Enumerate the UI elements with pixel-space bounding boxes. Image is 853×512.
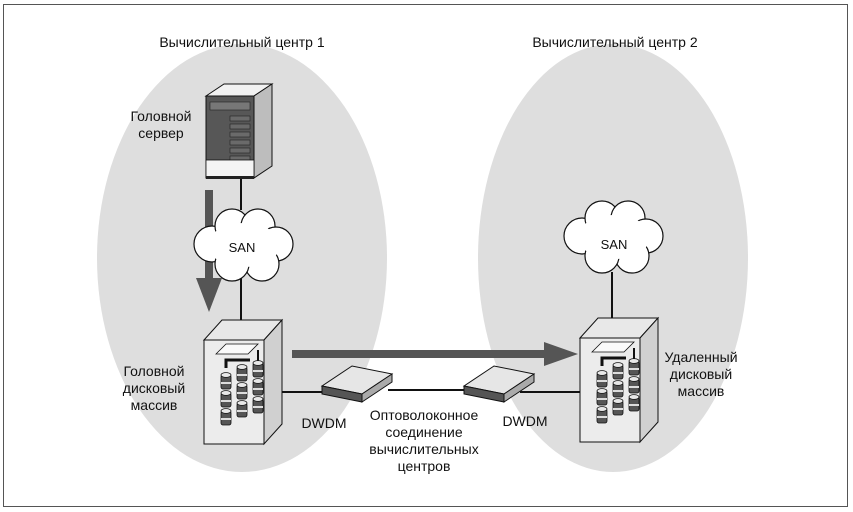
dwdm-left-switch-icon bbox=[320, 365, 394, 403]
head-array-label-line2: дисковый bbox=[123, 380, 185, 396]
datacenter1-title: Вычислительный центр 1 bbox=[159, 34, 325, 50]
dwdm-right-switch-icon bbox=[462, 365, 536, 403]
head-array-label-line3: массив bbox=[131, 397, 178, 413]
san-right-label: SAN bbox=[601, 237, 628, 252]
remote-array-label-line3: массив bbox=[678, 383, 725, 399]
remote-array-label-line1: Удаленный bbox=[664, 349, 737, 365]
fiber-link-label-line4: центров bbox=[398, 458, 451, 474]
fiber-link-label-line1: Оптоволоконное bbox=[370, 407, 479, 423]
head-array-label-line1: Головной bbox=[123, 363, 184, 379]
remote-array-label-line2: дисковый bbox=[670, 366, 732, 382]
head-server-label-line1: Головной bbox=[130, 108, 191, 124]
fiber-link-label-line3: вычислительных bbox=[369, 441, 478, 457]
replication-right-arrow bbox=[292, 342, 578, 366]
head-disk-array-icon bbox=[202, 318, 284, 446]
remote-disk-array-icon bbox=[578, 316, 660, 444]
dwdm-right-label: DWDM bbox=[502, 413, 547, 429]
san-left-label: SAN bbox=[229, 240, 256, 255]
dwdm-left-label: DWDM bbox=[301, 415, 346, 431]
datacenter2-title: Вычислительный центр 2 bbox=[532, 34, 698, 50]
fiber-link-label-line2: соединение bbox=[385, 424, 462, 440]
server-tower-icon bbox=[204, 83, 274, 179]
head-server-label-line2: сервер bbox=[138, 125, 184, 141]
